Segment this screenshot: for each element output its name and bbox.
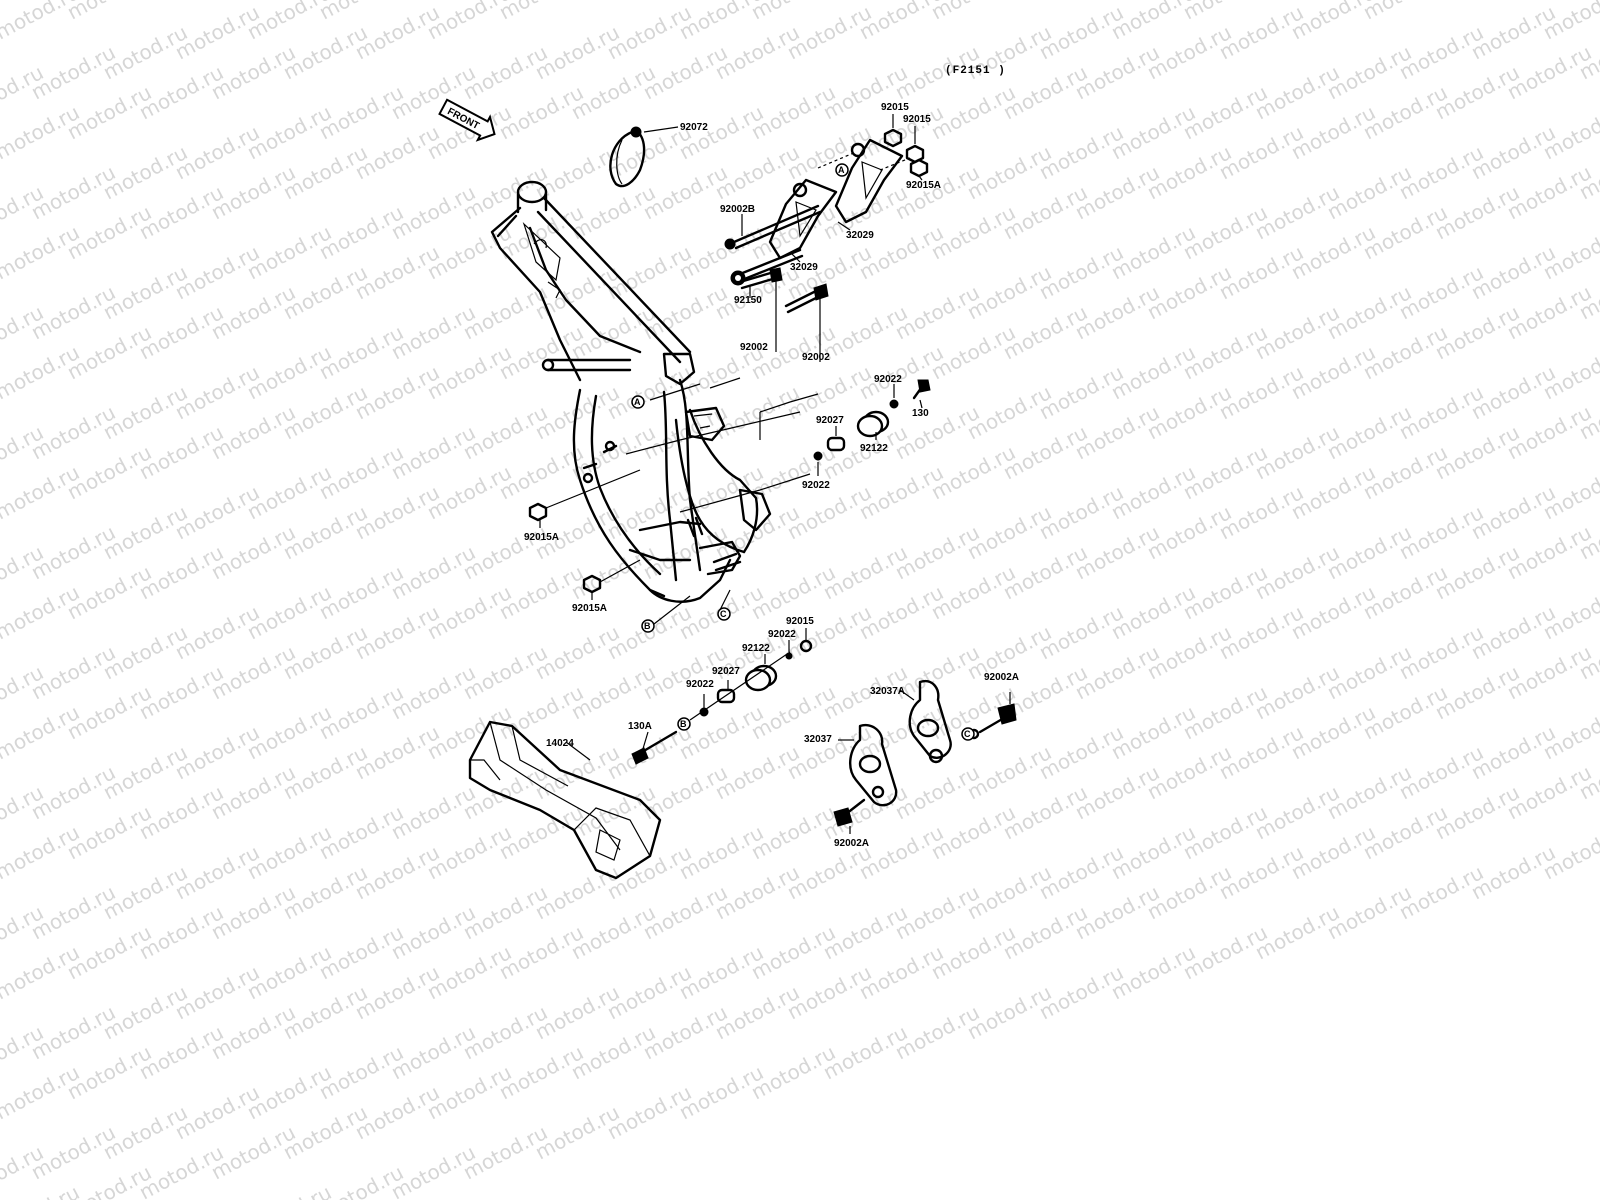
strap-band-92072: [609, 126, 646, 188]
watermark-text: motod.ru: [567, 0, 659, 4]
label-92122-b: 92122: [742, 643, 770, 654]
svg-text:C: C: [964, 729, 971, 739]
label-92022-c: 92022: [768, 629, 796, 640]
lower-mount-group: B: [631, 639, 813, 765]
watermark-text: motod.ru: [927, 0, 1019, 24]
callout-a-frame: A: [634, 397, 641, 407]
callout-b-frame: B: [644, 621, 651, 631]
skid-plate-14024: [468, 720, 662, 880]
label-92015A-a: 92015A: [524, 532, 559, 543]
label-92027-a: 92027: [816, 415, 844, 426]
label-92002-a: 92002: [740, 342, 768, 353]
watermark-text: motod.ru: [495, 0, 587, 24]
label-32029-b: 32029: [790, 262, 818, 273]
label-92015-top: 92015: [881, 102, 909, 113]
frame-assembly: [490, 180, 772, 603]
label-92002-b: 92002: [802, 352, 830, 363]
watermark-text: motod.ru: [135, 0, 227, 4]
label-92022-a: 92022: [874, 374, 902, 385]
label-14024: 14024: [546, 738, 574, 749]
callout-c-frame: C: [720, 609, 727, 619]
watermark-text: motod.ru: [0, 1180, 83, 1200]
label-92015A-b: 92015A: [572, 603, 607, 614]
callout-b-lower: B: [680, 719, 687, 729]
label-92015-top2: 92015: [903, 114, 931, 125]
label-92022-d: 92022: [686, 679, 714, 690]
frame-nuts: B C: [528, 469, 731, 633]
leader-lines: [539, 114, 1011, 834]
part-labels: 92072 92015 92015 92015A 92002B 32029 32…: [524, 102, 1019, 849]
reference-code: (F2151 ): [945, 65, 1006, 77]
label-32029-a: 32029: [846, 230, 874, 241]
label-92122-a: 92122: [860, 443, 888, 454]
label-130: 130: [912, 408, 929, 419]
engine-brackets: [833, 679, 1017, 827]
label-32037: 32037: [804, 734, 832, 745]
watermark-text: motod.ru: [243, 1180, 335, 1200]
label-92027-b: 92027: [712, 666, 740, 677]
watermark-text: motod.ru: [1359, 0, 1451, 24]
label-92015-mid: 92015: [786, 616, 814, 627]
watermark-text: motod.ru: [1431, 0, 1523, 4]
callout-a-top: A: [838, 165, 845, 175]
label-92002A-a: 92002A: [984, 672, 1019, 683]
label-130A: 130A: [628, 721, 652, 732]
label-92002B: 92002B: [720, 204, 755, 215]
callout-c-bracket: C: [961, 727, 975, 741]
label-92015A-top: 92015A: [906, 180, 941, 191]
watermark-text: motod.ru: [63, 0, 155, 24]
label-92002A-b: 92002A: [834, 838, 869, 849]
label-92072: 92072: [680, 122, 708, 133]
label-32037A: 32037A: [870, 686, 905, 697]
label-92150: 92150: [734, 295, 762, 306]
watermark-text: motod.ru: [999, 0, 1091, 4]
label-92022-b: 92022: [802, 480, 830, 491]
